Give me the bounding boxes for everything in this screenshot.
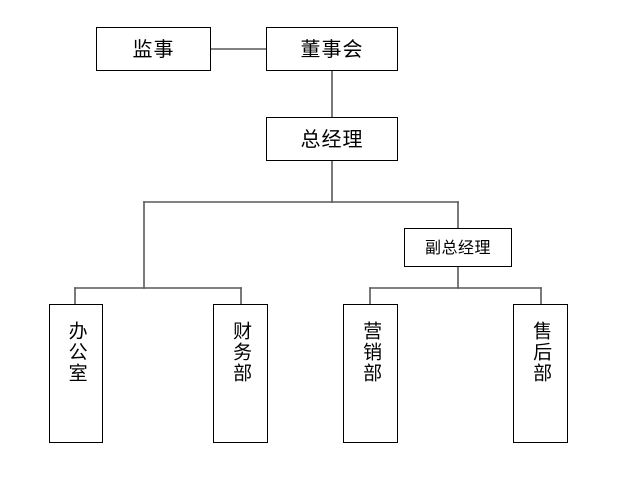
node-deputy-general-manager-label: 副总经理: [424, 237, 491, 257]
node-office[interactable]: 办公室: [49, 304, 103, 443]
node-deputy-general-manager[interactable]: 副总经理: [404, 228, 512, 267]
node-supervisor[interactable]: 监事: [96, 27, 211, 71]
node-office-label: 办公室: [65, 321, 88, 384]
node-after-sales-department-label: 售后部: [530, 321, 553, 384]
node-finance-department[interactable]: 财务部: [213, 304, 268, 443]
node-board-of-directors-label: 董事会: [300, 37, 364, 61]
node-supervisor-label: 监事: [132, 37, 175, 61]
node-marketing-department[interactable]: 营销部: [343, 304, 398, 443]
node-marketing-department-label: 营销部: [360, 321, 383, 384]
node-general-manager-label: 总经理: [300, 127, 364, 151]
node-after-sales-department[interactable]: 售后部: [513, 304, 568, 443]
node-finance-department-label: 财务部: [230, 321, 253, 384]
node-general-manager[interactable]: 总经理: [266, 117, 398, 161]
node-board-of-directors[interactable]: 董事会: [266, 27, 398, 71]
